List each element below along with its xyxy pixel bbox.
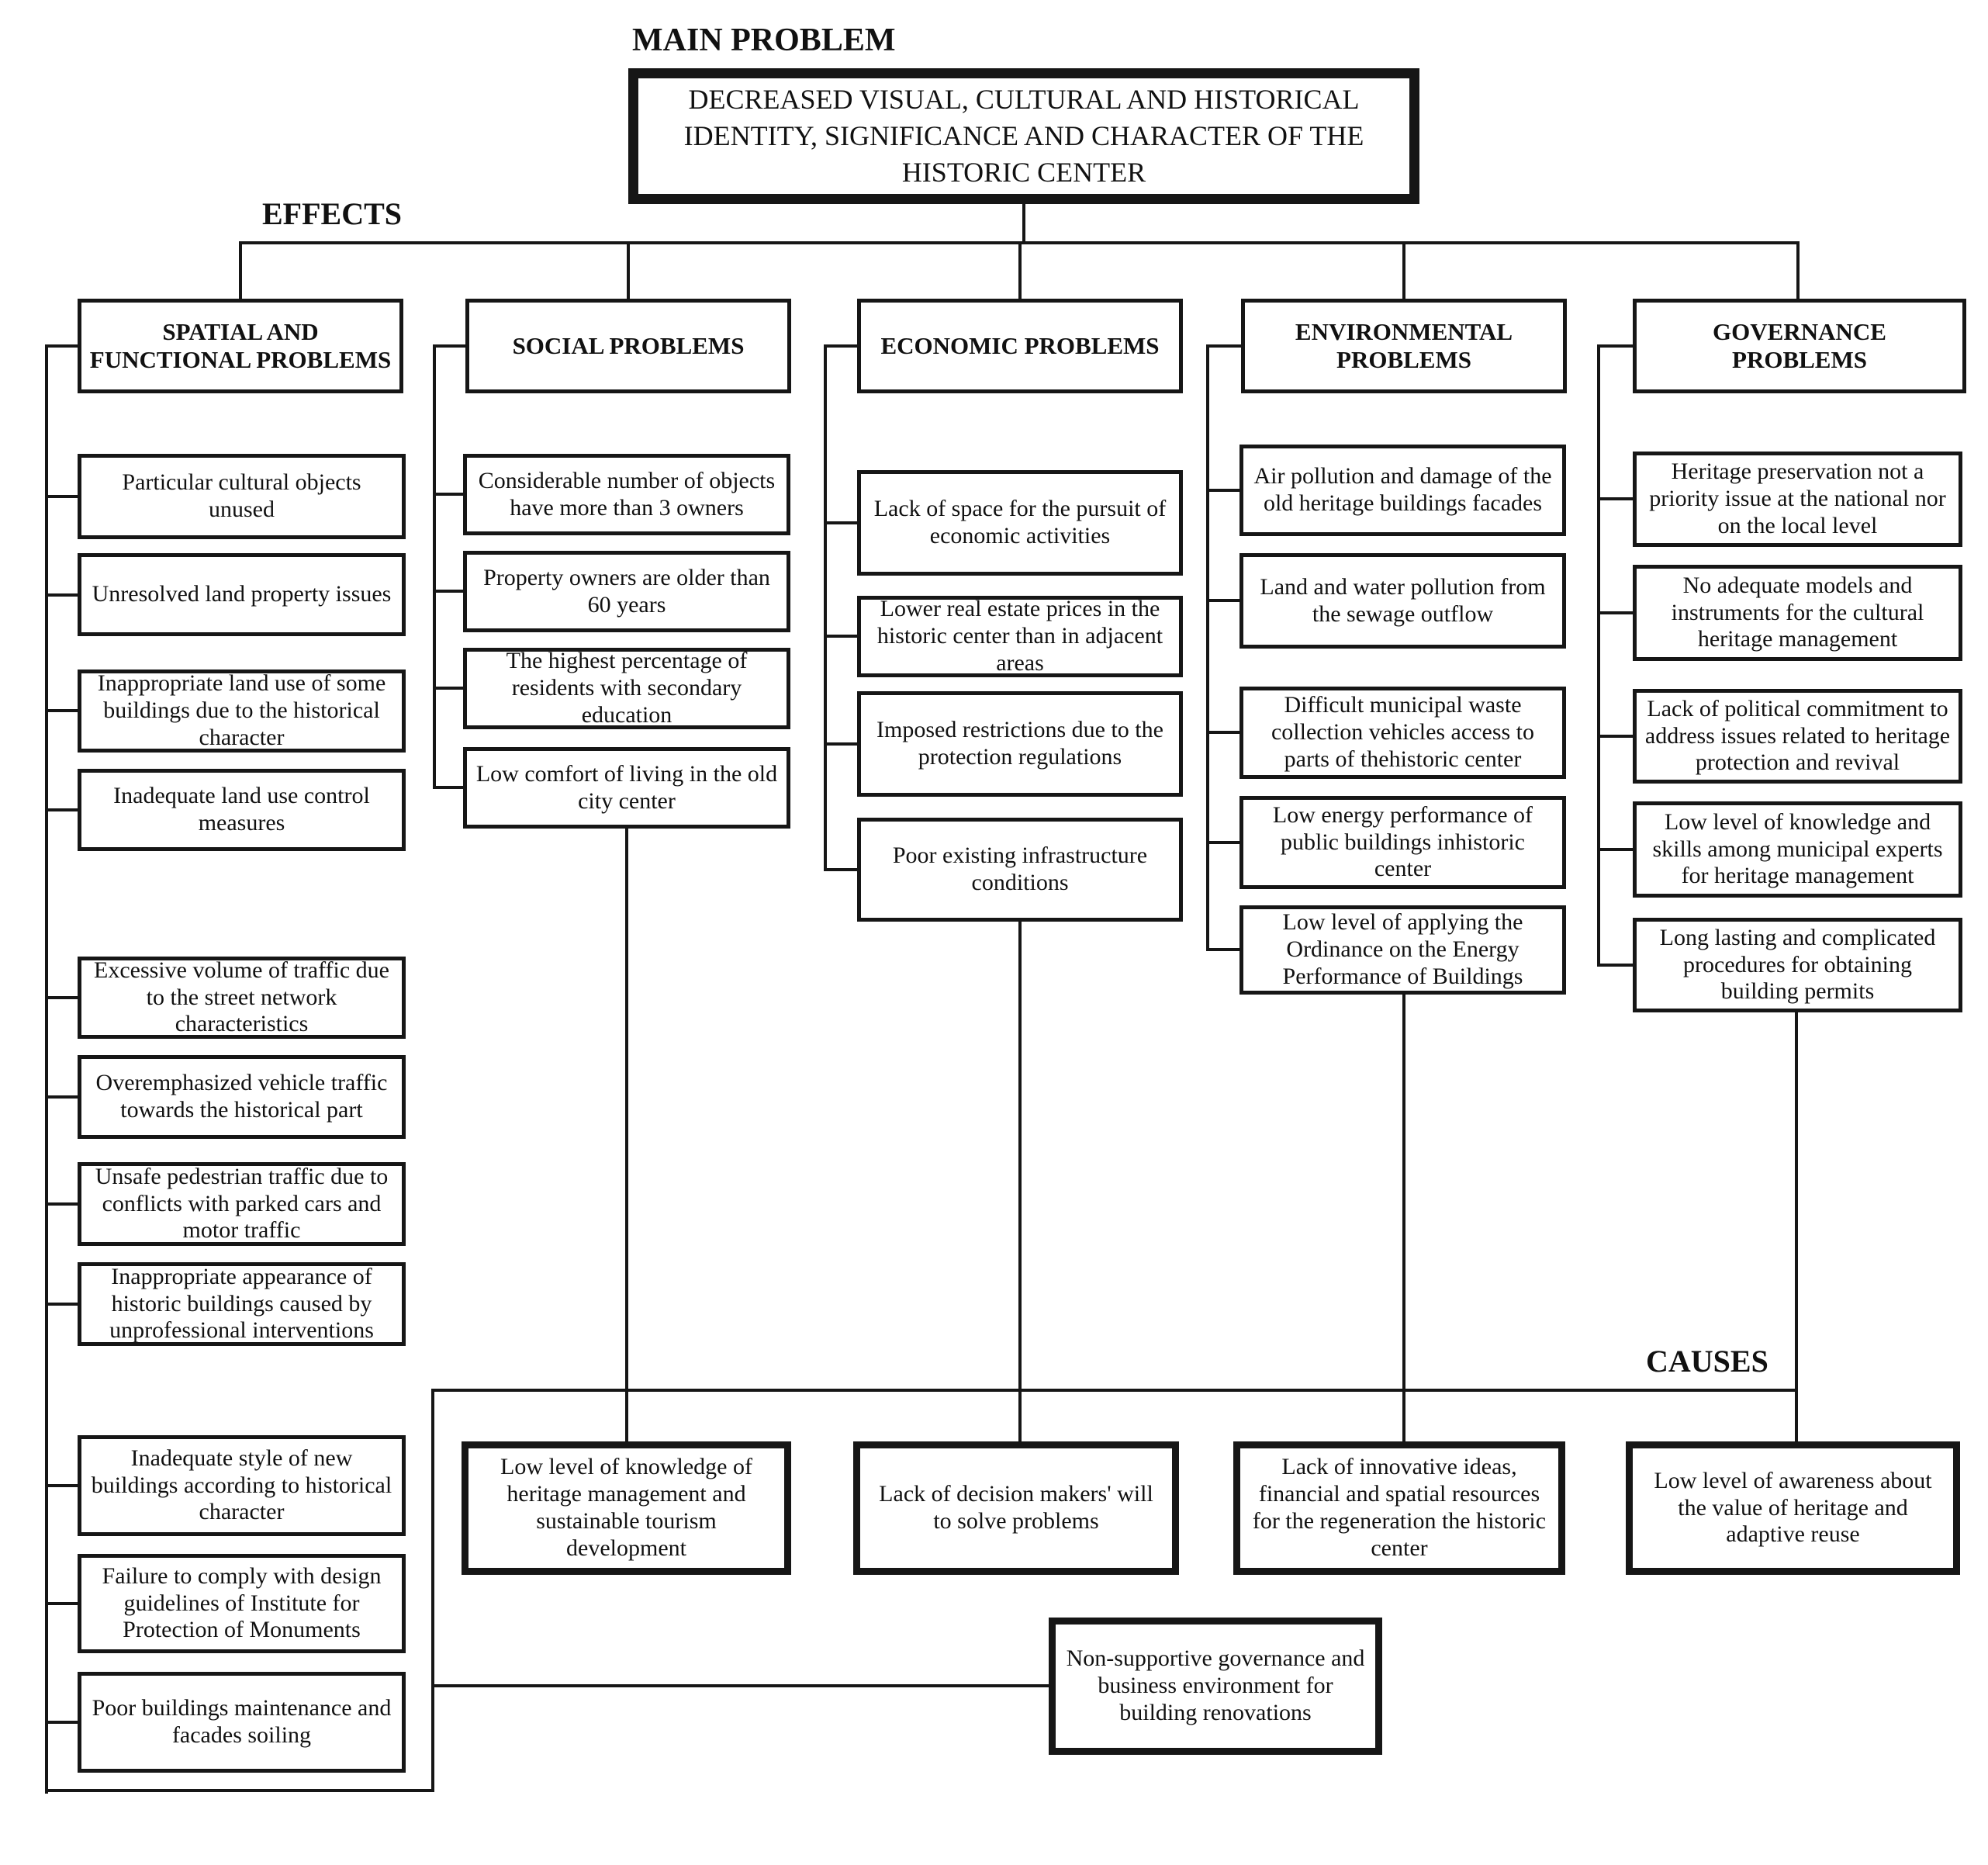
connector-line (239, 241, 242, 300)
effect-box: Inappropriate appearance of historic bui… (78, 1262, 406, 1346)
connector-line (45, 1602, 79, 1605)
connector-line (1796, 241, 1800, 300)
connector-line (45, 1789, 434, 1792)
connector-line (824, 742, 859, 746)
connector-line (824, 635, 859, 638)
connector-line (1597, 344, 1634, 348)
effect-box: Low level of knowledge and skills among … (1633, 801, 1962, 898)
connector-line (45, 593, 79, 597)
connector-line (433, 493, 465, 496)
effect-box: Imposed restrictions due to the protecti… (857, 691, 1183, 797)
causes-label: CAUSES (1646, 1344, 1768, 1379)
effect-box: Lack of space for the pursuit of economi… (857, 470, 1183, 576)
connector-line (45, 1721, 79, 1724)
connector-line (45, 1303, 79, 1306)
connector-line (45, 344, 48, 1794)
cause-box-bottom: Non-supportive governance and business e… (1049, 1618, 1382, 1755)
effect-box: Lower real estate prices in the historic… (857, 596, 1183, 677)
effect-box: Particular cultural objects unused (78, 454, 406, 539)
connector-line (433, 1684, 1050, 1687)
effect-box: Lack of political commitment to address … (1633, 689, 1962, 784)
effect-box: Poor buildings maintenance and facades s… (78, 1672, 406, 1773)
effect-box: Unresolved land property issues (78, 553, 406, 636)
connector-line (433, 590, 465, 593)
cause-box: Low level of awareness about the value o… (1626, 1441, 1960, 1575)
main-problem-label: MAIN PROBLEM (632, 22, 896, 58)
cause-box: Lack of innovative ideas, financial and … (1233, 1441, 1565, 1575)
connector-line (1597, 964, 1634, 967)
connector-line (627, 241, 630, 300)
connector-line (45, 808, 79, 811)
connector-line (1018, 922, 1022, 1443)
connector-line (431, 1389, 434, 1792)
effect-box: Poor existing infrastructure conditions (857, 818, 1183, 922)
connector-line (1795, 1012, 1798, 1443)
connector-line (1206, 344, 1241, 348)
effect-box: Long lasting and complicated procedures … (1633, 918, 1962, 1012)
connector-line (45, 344, 79, 348)
connector-line (1206, 599, 1241, 602)
connector-line (824, 521, 859, 524)
effect-box: Excessive volume of traffic due to the s… (78, 957, 406, 1039)
connector-line (625, 829, 628, 1443)
effect-box: Air pollution and damage of the old heri… (1239, 445, 1566, 536)
connector-line (1597, 497, 1634, 500)
connector-line (433, 687, 465, 690)
effect-box: Property owners are older than 60 years (463, 551, 790, 632)
connector-line (1597, 735, 1634, 738)
connector-line (1206, 489, 1241, 492)
effect-box: Failure to comply with design guidelines… (78, 1554, 406, 1653)
main-problem-box: DECREASED VISUAL, CULTURAL AND HISTORICA… (628, 68, 1419, 204)
connector-line (1402, 241, 1405, 300)
effect-box: No adequate models and instruments for t… (1633, 565, 1962, 661)
effect-box: Difficult municipal waste collection veh… (1239, 687, 1566, 779)
connector-line (1206, 344, 1209, 951)
connector-line (1597, 848, 1634, 851)
connector-line (433, 786, 465, 789)
connector-line (45, 1484, 79, 1487)
effect-box: Heritage preservation not a priority iss… (1633, 452, 1962, 547)
effect-box: Low level of applying the Ordinance on t… (1239, 905, 1566, 995)
effect-box: Overemphasized vehicle traffic towards t… (78, 1055, 406, 1139)
effects-label: EFFECTS (262, 196, 403, 231)
effect-box: Inappropriate land use of some buildings… (78, 670, 406, 753)
cause-box: Lack of decision makers' will to solve p… (853, 1441, 1179, 1575)
connector-line (45, 996, 79, 999)
connector-line (431, 1389, 1798, 1392)
connector-line (1206, 841, 1241, 844)
connector-line (1018, 241, 1022, 300)
connector-line (824, 344, 859, 348)
column-header-0: SPATIAL AND FUNCTIONAL PROBLEMS (78, 299, 403, 393)
connector-line (45, 495, 79, 498)
cause-box: Low level of knowledge of heritage manag… (462, 1441, 791, 1575)
effect-box: Inadequate style of new buildings accord… (78, 1435, 406, 1536)
effect-box: Unsafe pedestrian traffic due to conflic… (78, 1162, 406, 1246)
effect-box: Land and water pollution from the sewage… (1239, 553, 1566, 649)
connector-line (45, 709, 79, 712)
connector-line (433, 344, 436, 789)
connector-line (45, 1202, 79, 1206)
connector-line (45, 1095, 79, 1099)
column-header-3: ENVIRONMENTAL PROBLEMS (1241, 299, 1567, 393)
column-header-4: GOVERNANCE PROBLEMS (1633, 299, 1966, 393)
column-header-1: SOCIAL PROBLEMS (465, 299, 791, 393)
effect-box: The highest percentage of residents with… (463, 648, 790, 729)
connector-line (1402, 995, 1405, 1443)
connector-line (1597, 611, 1634, 614)
effect-box: Low comfort of living in the old city ce… (463, 747, 790, 829)
connector-line (1022, 204, 1025, 243)
connector-line (824, 868, 859, 871)
effect-box: Inadequate land use control measures (78, 769, 406, 851)
connector-line (1597, 344, 1600, 967)
connector-line (1206, 948, 1241, 951)
connector-line (824, 344, 827, 871)
connector-line (433, 344, 465, 348)
effect-box: Low energy performance of public buildin… (1239, 796, 1566, 889)
column-header-2: ECONOMIC PROBLEMS (857, 299, 1183, 393)
effect-box: Considerable number of objects have more… (463, 454, 790, 535)
connector-line (1206, 731, 1241, 734)
